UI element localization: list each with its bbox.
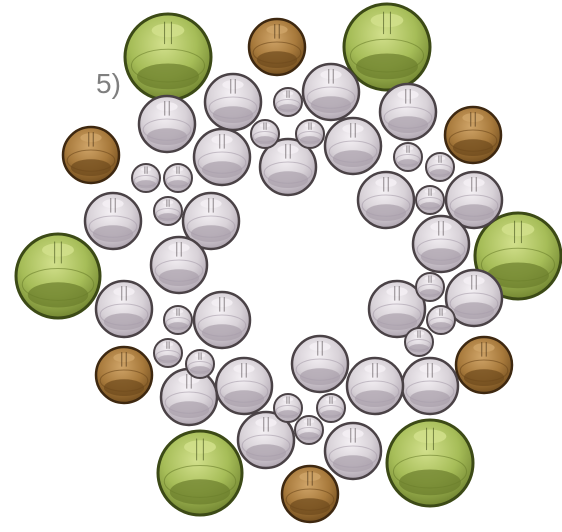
pearl-bead bbox=[394, 143, 422, 171]
pearl-bead bbox=[194, 129, 250, 185]
pearl-bead bbox=[380, 84, 436, 140]
pearl-bead bbox=[151, 237, 207, 293]
pearl-bead bbox=[295, 416, 323, 444]
pearl-bead bbox=[251, 120, 279, 148]
pearl-bead bbox=[416, 186, 444, 214]
bronze-bead bbox=[445, 107, 501, 163]
olive-bead bbox=[344, 4, 430, 90]
bronze-bead bbox=[282, 466, 338, 522]
pearl-bead bbox=[161, 369, 217, 425]
pearl-bead bbox=[154, 339, 182, 367]
pearl-bead bbox=[426, 153, 454, 181]
pearl-bead bbox=[274, 88, 302, 116]
pearl-bead bbox=[303, 64, 359, 120]
pearl-bead bbox=[154, 197, 182, 225]
olive-bead bbox=[158, 431, 242, 515]
olive-bead bbox=[16, 234, 100, 318]
pearl-bead bbox=[164, 306, 192, 334]
figure-number-label: 5) bbox=[96, 68, 121, 100]
pearl-bead bbox=[402, 358, 458, 414]
pearl-bead bbox=[96, 281, 152, 337]
pearl-bead bbox=[296, 120, 324, 148]
pearl-bead bbox=[317, 394, 345, 422]
pearl-bead bbox=[139, 96, 195, 152]
pearl-bead bbox=[205, 74, 261, 130]
pearl-bead bbox=[325, 423, 381, 479]
pearl-bead bbox=[405, 328, 433, 356]
pearl-bead bbox=[427, 306, 455, 334]
pearl-bead bbox=[274, 394, 302, 422]
pearl-bead bbox=[85, 193, 141, 249]
pearl-bead bbox=[132, 164, 160, 192]
bronze-bead bbox=[249, 19, 305, 75]
bronze-bead bbox=[63, 127, 119, 183]
pearl-bead bbox=[164, 164, 192, 192]
bronze-bead bbox=[456, 337, 512, 393]
pearl-bead bbox=[413, 216, 469, 272]
pearl-bead bbox=[292, 336, 348, 392]
pearl-bead bbox=[416, 273, 444, 301]
bronze-bead bbox=[96, 347, 152, 403]
olive-bead bbox=[125, 14, 211, 100]
olive-bead bbox=[387, 420, 473, 506]
pearl-bead bbox=[347, 358, 403, 414]
pearl-bead bbox=[216, 358, 272, 414]
pearl-bead bbox=[358, 172, 414, 228]
pearl-bead bbox=[186, 350, 214, 378]
pearl-bead bbox=[325, 118, 381, 174]
pearl-bead bbox=[194, 292, 250, 348]
